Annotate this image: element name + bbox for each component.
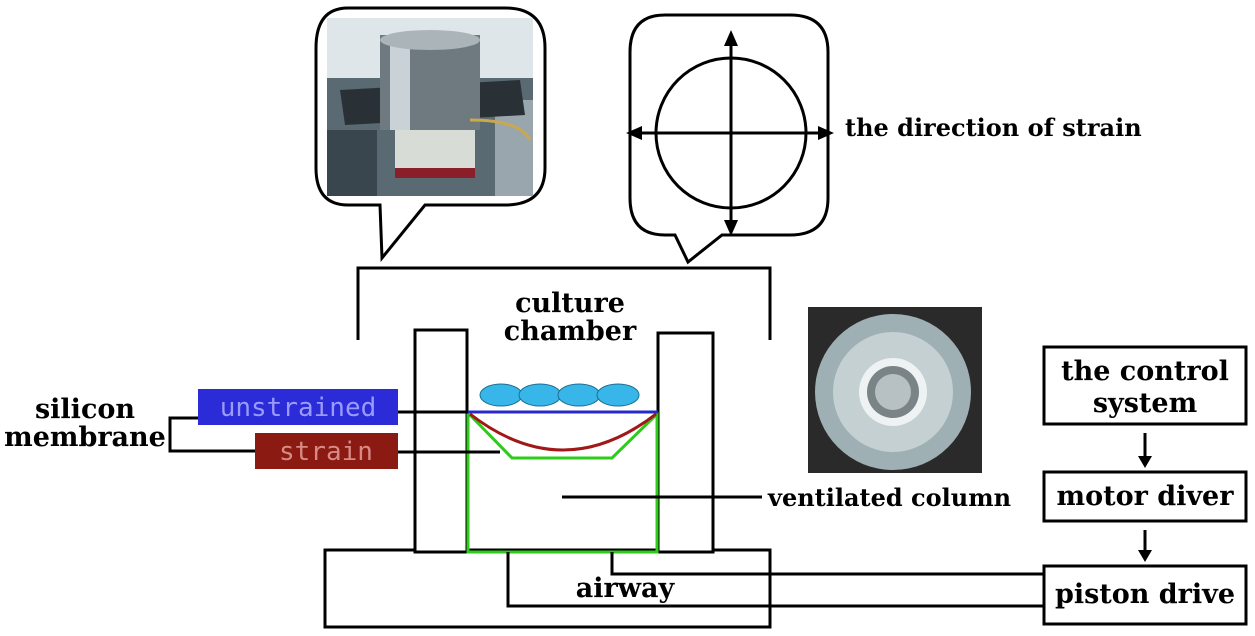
left-wall: [413, 328, 469, 554]
culture-chamber-label-line1: culture: [515, 288, 625, 319]
control-label-line2: system: [1093, 388, 1197, 419]
airway-label: airway: [576, 573, 676, 604]
silicon-bracket: [168, 416, 256, 453]
callout-bracket: [356, 266, 772, 340]
piston-drive-box: [1042, 564, 1248, 626]
culture-chamber-label-line2: chamber: [504, 316, 637, 347]
direction-callout: [626, 13, 834, 265]
ventilated-label: ventilated column: [767, 483, 1011, 512]
unstrained-tag: [198, 389, 398, 425]
strain-label: strain: [279, 437, 373, 467]
cell: [518, 383, 562, 407]
piston-label: piston drive: [1055, 579, 1235, 610]
silicon-label-line2: membrane: [4, 422, 166, 453]
cell: [596, 383, 640, 407]
chamber-device-photo: [327, 18, 533, 196]
ventilated-column-photo: [808, 307, 982, 473]
unstrained-label: unstrained: [220, 393, 377, 423]
strained-membrane: [469, 412, 657, 452]
airway-pipe-lower: [506, 552, 1045, 608]
arrow-right-icon: [818, 126, 834, 140]
strain-tag: [255, 433, 398, 469]
arrow-down-icon: [724, 220, 738, 236]
airway-pipe-upper: [610, 552, 1045, 576]
motor-label: motor diver: [1057, 481, 1235, 512]
silicon-label-line1: silicon: [35, 394, 135, 425]
photo-callout: [314, 6, 547, 263]
arrow-left-icon: [626, 126, 642, 140]
arrow-down-icon: [1138, 550, 1152, 562]
right-wall: [656, 331, 715, 554]
direction-label: the direction of strain: [845, 113, 1142, 142]
cell: [479, 383, 523, 407]
strained-outline: [468, 413, 658, 460]
arrow-down-icon: [1138, 456, 1152, 468]
base-plate: [323, 548, 772, 629]
chamber-outline: [466, 412, 659, 554]
motor-diver-box: [1042, 470, 1248, 523]
cell: [557, 383, 601, 407]
cells: [479, 383, 640, 407]
control-label-line1: the control: [1061, 356, 1229, 387]
control-system-box: [1042, 345, 1248, 426]
arrow-up-icon: [724, 30, 738, 46]
